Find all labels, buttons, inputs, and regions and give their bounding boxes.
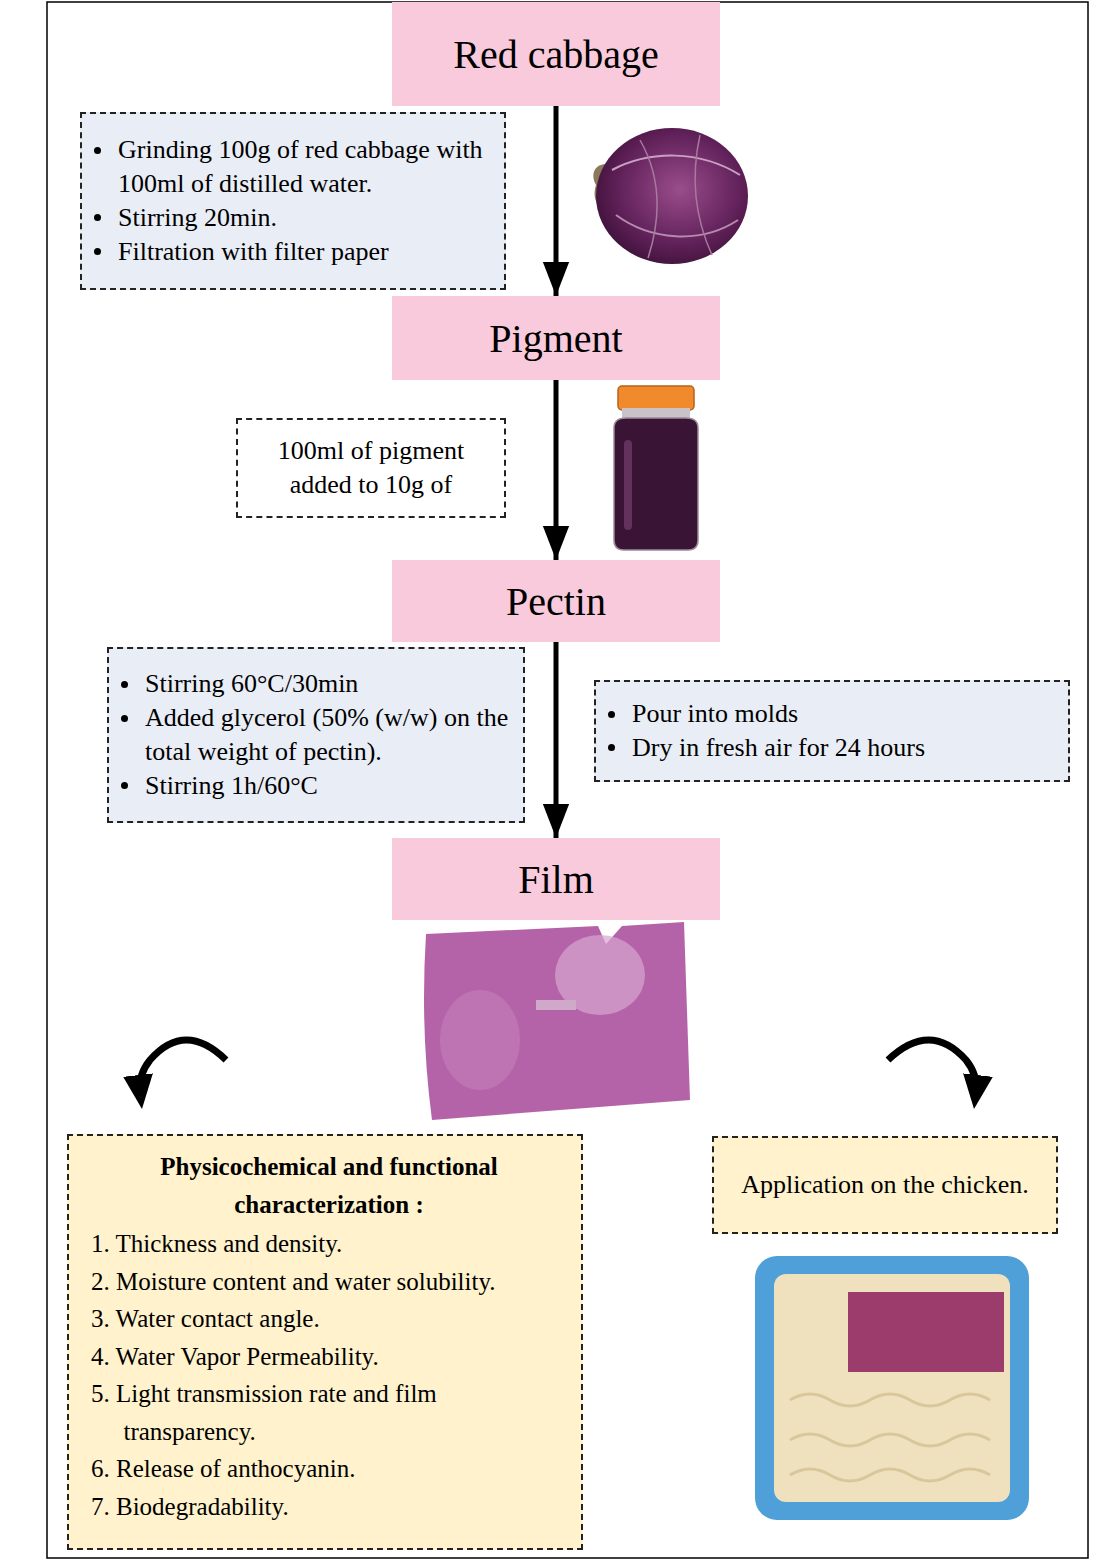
film-sheen	[440, 990, 520, 1090]
jar-body	[614, 418, 698, 550]
bullet-row: Dry in fresh air for 24 hours	[608, 731, 1054, 765]
bullet-holder	[121, 667, 145, 701]
list-item: 6. Release of anthocyanin.	[91, 1450, 567, 1488]
step-text: Dry in fresh air for 24 hours	[632, 731, 925, 765]
bullet-dot	[94, 248, 101, 255]
step-text: Stirring 60°C/30min	[145, 667, 358, 701]
bullet-dot	[121, 782, 128, 789]
list-item: 7. Biodegradability.	[91, 1488, 567, 1526]
jar-lid	[618, 386, 694, 410]
box-heading: Physicochemical and functional character…	[91, 1148, 567, 1223]
meat-texture	[790, 1434, 990, 1446]
figure-frame	[47, 2, 1088, 1558]
procedure-box: Grinding 100g of red cabbage with 100ml …	[80, 112, 506, 290]
characterization-box: Physicochemical and functional character…	[67, 1134, 583, 1550]
red-cabbage-photo	[593, 128, 748, 264]
bullet-holder	[94, 235, 118, 269]
application-box: Application on the chicken.	[712, 1136, 1058, 1234]
bullet-holder	[94, 133, 118, 167]
cabbage-vein	[612, 156, 740, 175]
list-item: 3. Water contact angle.	[91, 1300, 567, 1338]
bullet-holder	[608, 697, 632, 731]
step-text: Filtration with filter paper	[118, 235, 389, 269]
list-item: 1. Thickness and density.	[91, 1225, 567, 1263]
step-box: Pigment	[392, 296, 720, 380]
step-box: Red cabbage	[392, 2, 720, 106]
flow-arrow	[554, 642, 559, 838]
bullet-row: Added glycerol (50% (w/w) on the total w…	[121, 701, 509, 769]
flow-arrow	[554, 380, 559, 560]
procedure-box: 100ml of pigment added to 10g of	[236, 418, 506, 518]
curved-arrow	[888, 1040, 976, 1092]
bullet-dot	[608, 711, 615, 718]
procedure-box: Pour into moldsDry in fresh air for 24 h…	[594, 680, 1070, 782]
step-box: Film	[392, 838, 720, 920]
bullet-row: Pour into molds	[608, 697, 1054, 731]
cabbage-vein	[640, 140, 657, 258]
film-sheet	[424, 922, 690, 1120]
chicken-meat	[774, 1274, 1010, 1502]
curved-arrow	[140, 1040, 226, 1092]
step-text: Pour into molds	[632, 697, 798, 731]
flow-arrow	[554, 106, 559, 296]
bullet-dot	[608, 744, 615, 751]
meat-texture	[790, 1394, 990, 1406]
step-text: Grinding 100g of red cabbage with 100ml …	[118, 133, 490, 201]
cabbage-vein	[616, 215, 738, 236]
list-item: 5. Light transmission rate and film tran…	[91, 1375, 567, 1450]
bullet-holder	[94, 201, 118, 235]
box-text: Application on the chicken.	[741, 1166, 1028, 1204]
bullet-dot	[121, 681, 128, 688]
bullet-dot	[121, 715, 128, 722]
pigment-jar	[614, 386, 698, 550]
list-item: 4. Water Vapor Permeability.	[91, 1338, 567, 1376]
meat-texture	[790, 1469, 990, 1481]
bullet-dot	[94, 214, 101, 221]
step-title: Red cabbage	[453, 31, 658, 78]
box-text: 100ml of pigment added to 10g of	[254, 434, 488, 502]
tray-rim	[755, 1256, 1029, 1520]
jar-highlight	[624, 440, 632, 530]
bullet-holder	[121, 701, 145, 735]
chicken-tray-photo	[755, 1256, 1029, 1520]
bullet-dot	[94, 147, 101, 154]
bullet-row: Grinding 100g of red cabbage with 100ml …	[94, 133, 490, 201]
step-text: Added glycerol (50% (w/w) on the total w…	[145, 701, 509, 769]
step-title: Film	[518, 856, 594, 903]
list-item: 2. Moisture content and water solubility…	[91, 1263, 567, 1301]
cabbage-vein	[695, 135, 712, 255]
bullet-holder	[608, 731, 632, 765]
step-title: Pectin	[506, 578, 606, 625]
cabbage-head	[596, 128, 748, 264]
bullet-row: Filtration with filter paper	[94, 235, 490, 269]
film-photo	[424, 922, 690, 1120]
step-text: Stirring 1h/60°C	[145, 769, 318, 803]
bullet-row: Stirring 60°C/30min	[121, 667, 509, 701]
bullet-row: Stirring 20min.	[94, 201, 490, 235]
film-mark	[536, 1000, 576, 1010]
step-title: Pigment	[489, 315, 622, 362]
bullet-row: Stirring 1h/60°C	[121, 769, 509, 803]
film-strip	[848, 1292, 1004, 1372]
step-box: Pectin	[392, 560, 720, 642]
step-text: Stirring 20min.	[118, 201, 277, 235]
procedure-box: Stirring 60°C/30minAdded glycerol (50% (…	[107, 647, 525, 823]
bullet-holder	[121, 769, 145, 803]
